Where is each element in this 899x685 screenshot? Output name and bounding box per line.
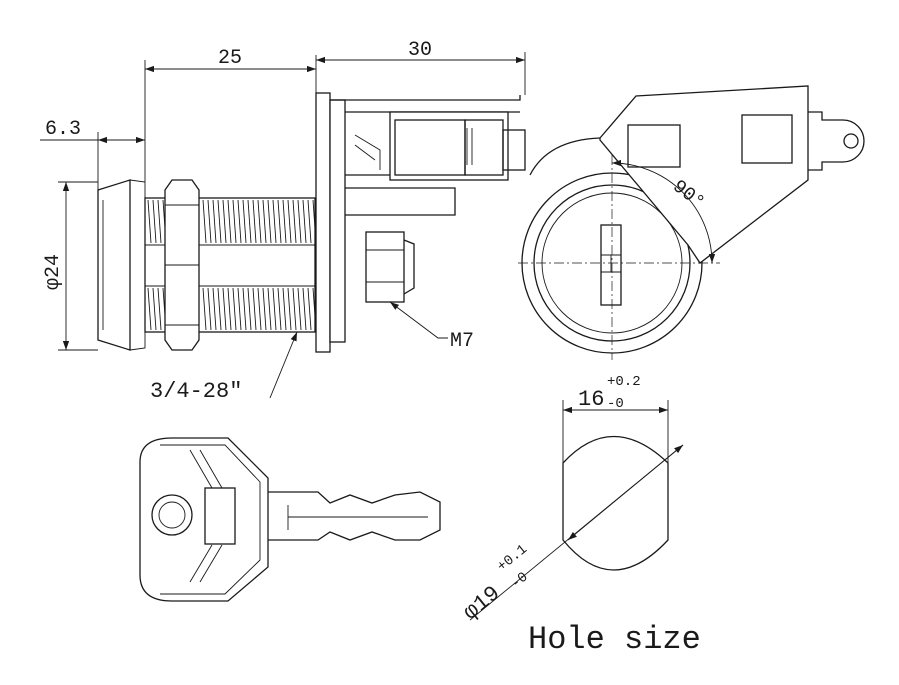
thread-ridge xyxy=(242,287,247,331)
thread-ridge xyxy=(227,199,232,244)
thread-ridge xyxy=(227,287,232,331)
dim-30-label: 30 xyxy=(408,39,432,62)
thread-ridge xyxy=(267,199,272,244)
m7-label: M7 xyxy=(450,330,474,353)
thread-ridge xyxy=(297,199,302,244)
thread-ridge xyxy=(212,199,217,244)
thread-ridge xyxy=(252,287,257,331)
thread-ridge xyxy=(267,287,272,331)
thread-ridge xyxy=(232,199,237,244)
thread-ridge xyxy=(257,199,262,244)
thread-ridge xyxy=(297,287,302,331)
thread-ridge xyxy=(247,287,252,331)
thread-ridge xyxy=(157,199,162,244)
key xyxy=(139,437,441,602)
thread-ridge xyxy=(222,199,227,244)
hole-dia-main: φ19 xyxy=(459,581,506,625)
hole-profile: 16 +0.2 -0 φ19 +0.1 -0 Hole size xyxy=(459,374,701,658)
thread-ridge xyxy=(247,199,252,244)
thread-ridge xyxy=(302,287,307,331)
cam-plate xyxy=(599,85,809,264)
thread-ridge xyxy=(282,287,287,331)
thread-ridge xyxy=(237,287,242,331)
thread-ridge xyxy=(232,287,237,331)
thread-ridge xyxy=(302,199,307,244)
dimension-25: 25 xyxy=(145,47,317,93)
thread-ridge xyxy=(252,199,257,244)
thread-ridge xyxy=(207,287,212,331)
dim-25-label: 25 xyxy=(218,47,242,70)
m7-bolt xyxy=(365,231,405,303)
thread-ridge xyxy=(202,199,207,244)
thread-ridge xyxy=(242,199,247,244)
dimension-6-3: 6.3 xyxy=(40,60,146,190)
thread-ridge xyxy=(207,199,212,244)
thread-ridge xyxy=(292,287,297,331)
thread-ridge xyxy=(292,199,297,244)
thread-ridge xyxy=(217,199,222,244)
thread-ridge xyxy=(277,287,282,331)
thread-ridge xyxy=(287,287,292,331)
thread-ridge xyxy=(307,287,312,331)
hole-size-title: Hole size xyxy=(528,621,701,658)
dim-6-3-label: 6.3 xyxy=(45,118,81,141)
thread-ridge xyxy=(272,287,277,331)
dim-phi24-label: φ24 xyxy=(42,254,65,290)
thread-ridge xyxy=(147,199,152,244)
cam-housing xyxy=(389,111,509,181)
dimension-phi-24: φ24 xyxy=(42,181,98,351)
thread-ridge xyxy=(287,199,292,244)
thread-ridge xyxy=(282,199,287,244)
thread-ridge xyxy=(307,199,312,244)
hole-width-main: 16 xyxy=(578,387,604,412)
thread-ridge xyxy=(202,287,207,331)
thread-ridge xyxy=(222,287,227,331)
hole-width-minus: -0 xyxy=(607,396,624,412)
side-view xyxy=(97,92,526,353)
thread-ridge xyxy=(147,287,152,331)
hole-dia-plus: +0.1 xyxy=(494,542,530,576)
front-view: 90° xyxy=(518,85,865,360)
thread-ridge xyxy=(212,287,217,331)
thread-ridge xyxy=(262,287,267,331)
thread-ridge xyxy=(152,287,157,331)
thread-ridge xyxy=(272,199,277,244)
thread-ridge xyxy=(152,199,157,244)
thread-ridge xyxy=(262,199,267,244)
mounting-plate xyxy=(315,92,331,353)
thread-ridge xyxy=(257,287,262,331)
thread-leader: 3/4-28″ xyxy=(150,331,298,404)
threaded-barrel xyxy=(144,197,317,333)
thread-ridge xyxy=(237,199,242,244)
m7-leader: M7 xyxy=(389,301,474,353)
thread-ridge xyxy=(157,287,162,331)
thread-label: 3/4-28″ xyxy=(150,379,242,404)
dimension-30: 30 xyxy=(316,39,526,95)
thread-ridge xyxy=(277,199,282,244)
hole-width-plus: +0.2 xyxy=(607,374,641,390)
thread-ridge xyxy=(217,287,222,331)
